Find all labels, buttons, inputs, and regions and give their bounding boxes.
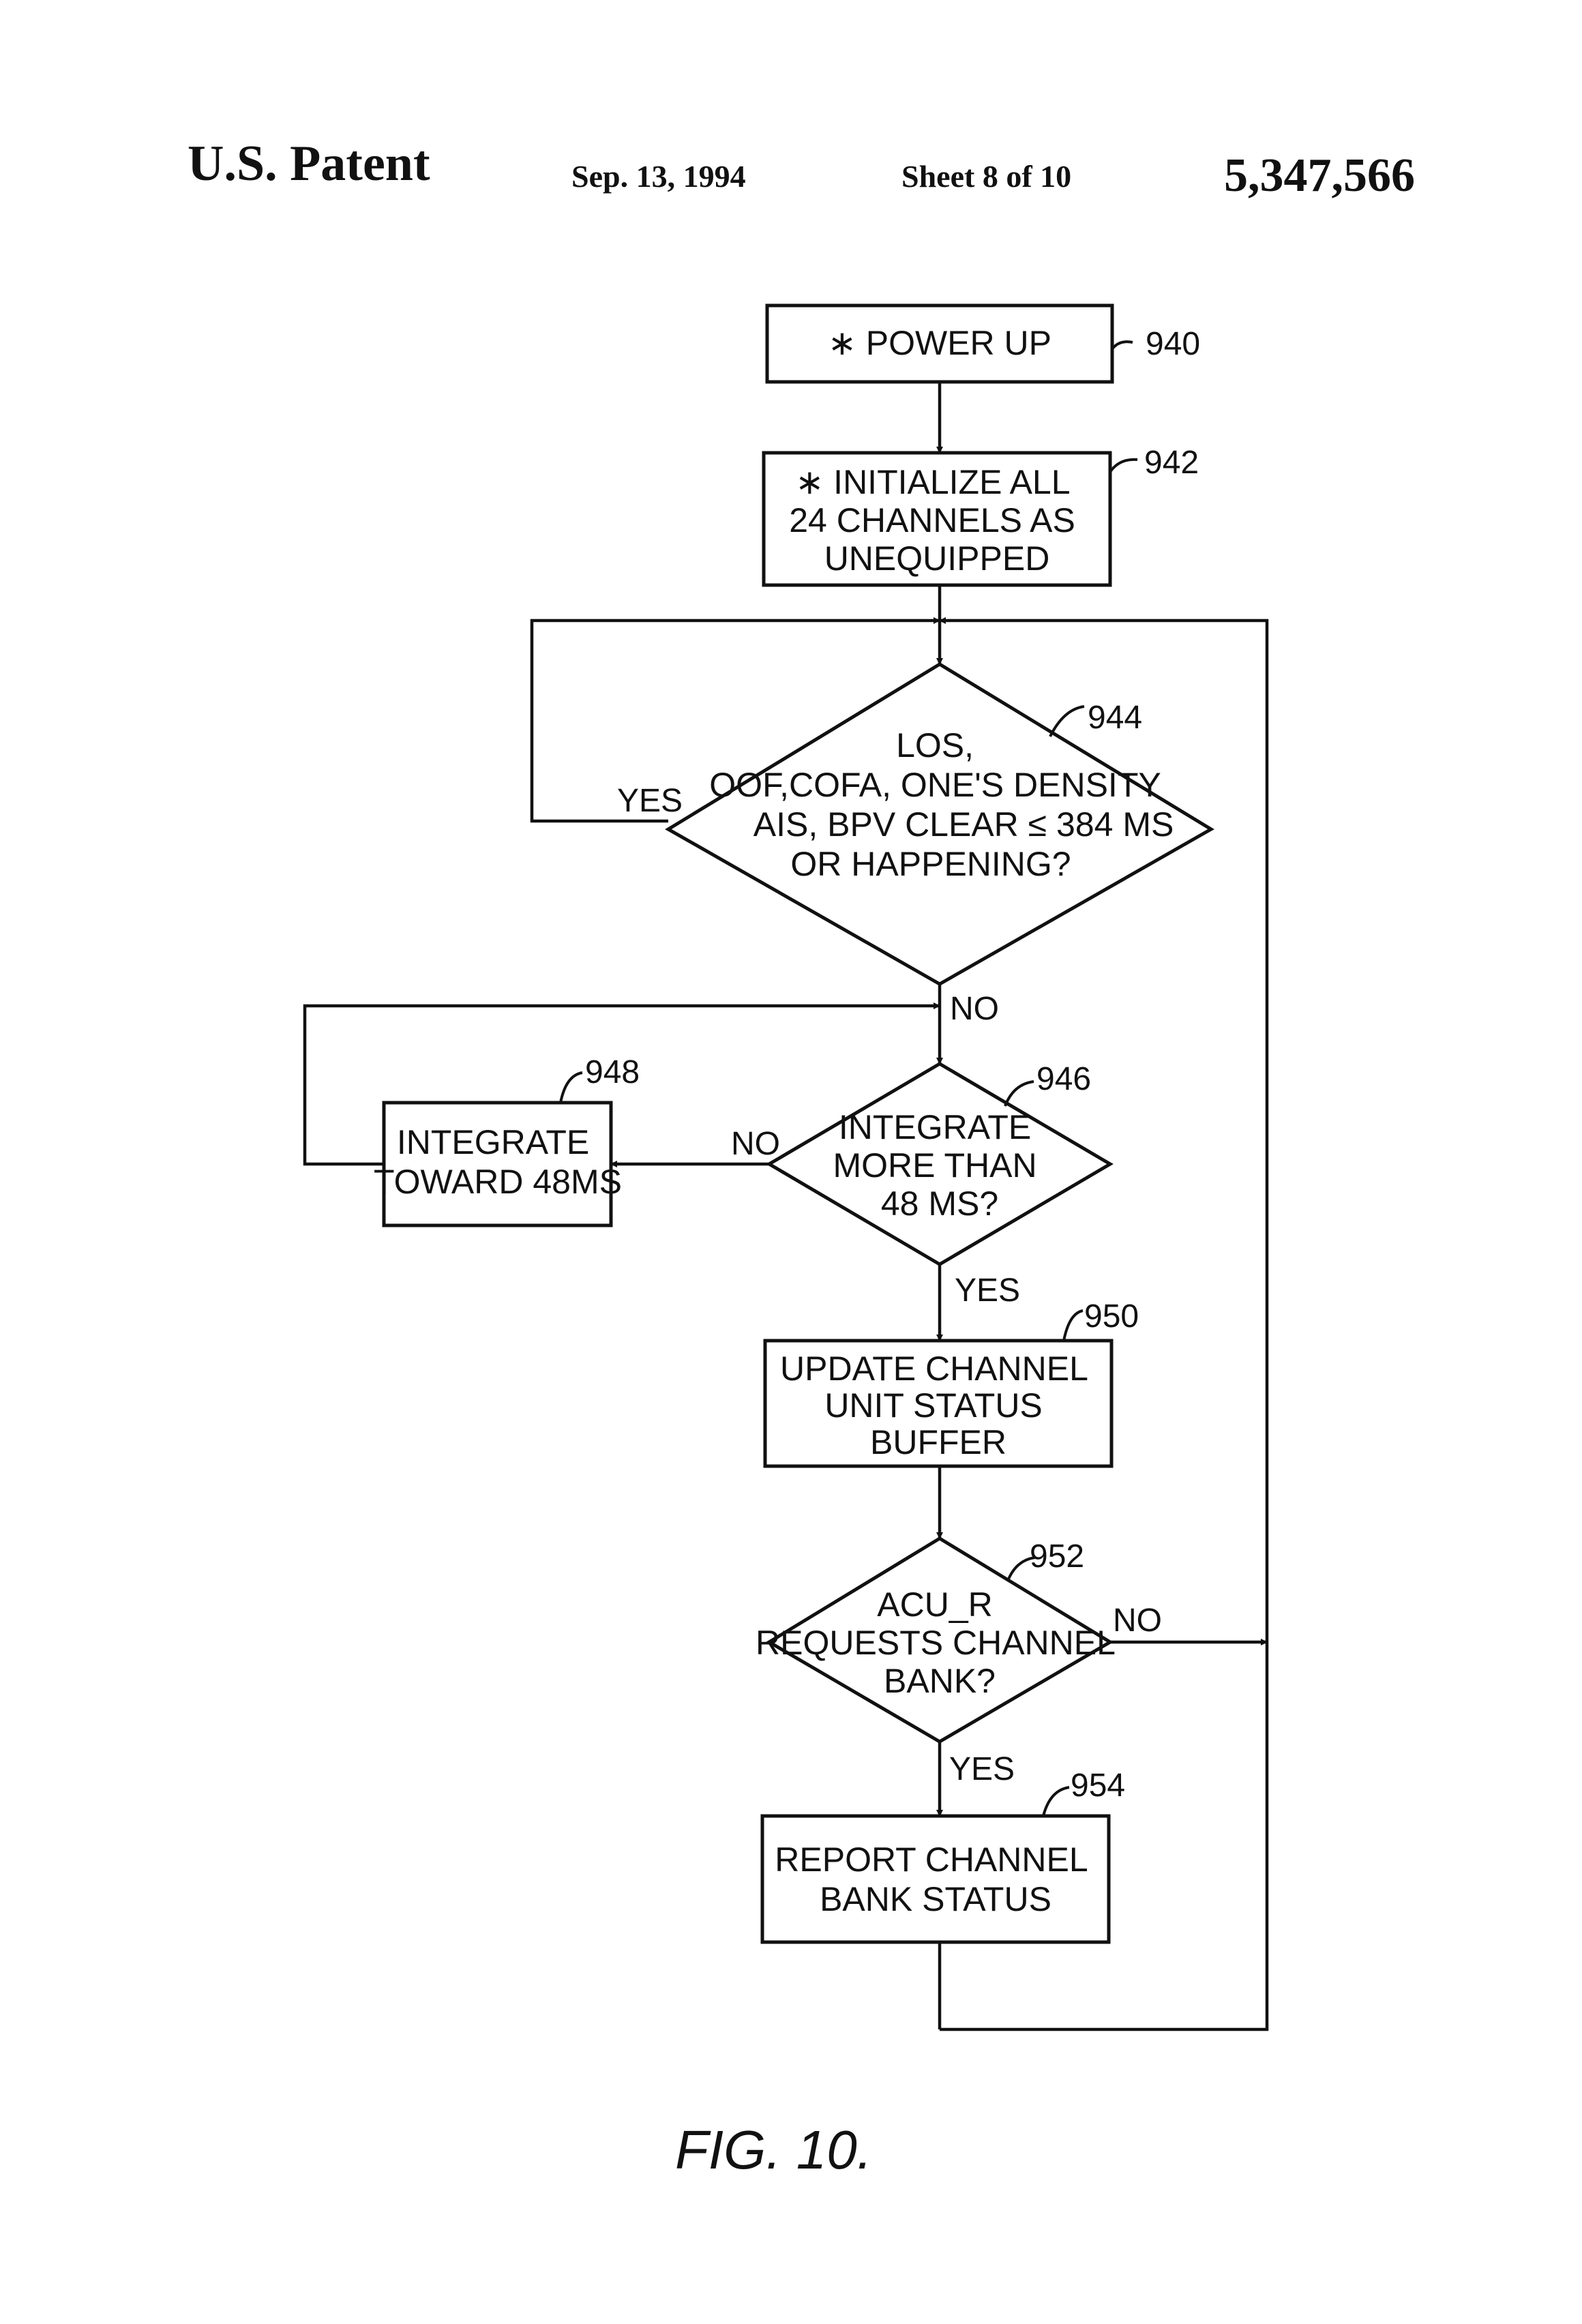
ref-940: 940 <box>1146 326 1200 362</box>
step-948-integrate-toward: INTEGRATE TOWARD 48MS 948 <box>374 1054 640 1225</box>
ref-942: 942 <box>1144 445 1199 481</box>
decision-944: LOS, OOF,COFA, ONE'S DENSITY AIS, BPV CL… <box>617 664 1211 1027</box>
step-940-text: ∗ POWER UP <box>828 324 1051 362</box>
ref-950: 950 <box>1084 1298 1139 1335</box>
box-954 <box>762 1816 1109 1942</box>
leader-948 <box>561 1073 582 1103</box>
ref-948: 948 <box>585 1054 640 1090</box>
ref-946: 946 <box>1036 1061 1091 1097</box>
ref-952: 952 <box>1030 1538 1084 1575</box>
leader-942 <box>1110 460 1137 472</box>
decision-946: INTEGRATE MORE THAN 48 MS? 946 NO YES <box>731 1061 1110 1309</box>
ref-944: 944 <box>1088 700 1142 736</box>
branch-952-yes: YES <box>949 1751 1015 1787</box>
branch-944-no: NO <box>950 991 999 1027</box>
branch-952-no: NO <box>1113 1603 1162 1639</box>
step-940-power-up: ∗ POWER UP 940 <box>767 306 1200 382</box>
leader-950 <box>1064 1311 1083 1341</box>
leader-944 <box>1050 706 1084 736</box>
leader-946 <box>1005 1082 1034 1106</box>
step-942-text: ∗ INITIALIZE ALL 24 CHANNELS AS UNEQUIPP… <box>789 463 1085 578</box>
ref-954: 954 <box>1071 1768 1125 1804</box>
branch-946-no: NO <box>731 1126 780 1162</box>
step-942-initialize: ∗ INITIALIZE ALL 24 CHANNELS AS UNEQUIPP… <box>764 445 1199 585</box>
decision-952: ACU_R REQUESTS CHANNEL BANK? 952 NO YES <box>756 1538 1162 1787</box>
leader-954 <box>1043 1787 1069 1816</box>
step-954-report-status: REPORT CHANNEL BANK STATUS 954 <box>762 1768 1125 1942</box>
leader-940 <box>1112 342 1133 349</box>
step-950-update-buffer: UPDATE CHANNEL UNIT STATUS BUFFER 950 <box>765 1298 1139 1466</box>
figure-label: FIG. 10. <box>675 2119 872 2180</box>
decision-952-text: ACU_R REQUESTS CHANNEL BANK? <box>756 1585 1124 1700</box>
branch-946-yes: YES <box>955 1272 1020 1309</box>
branch-944-yes: YES <box>617 783 683 819</box>
